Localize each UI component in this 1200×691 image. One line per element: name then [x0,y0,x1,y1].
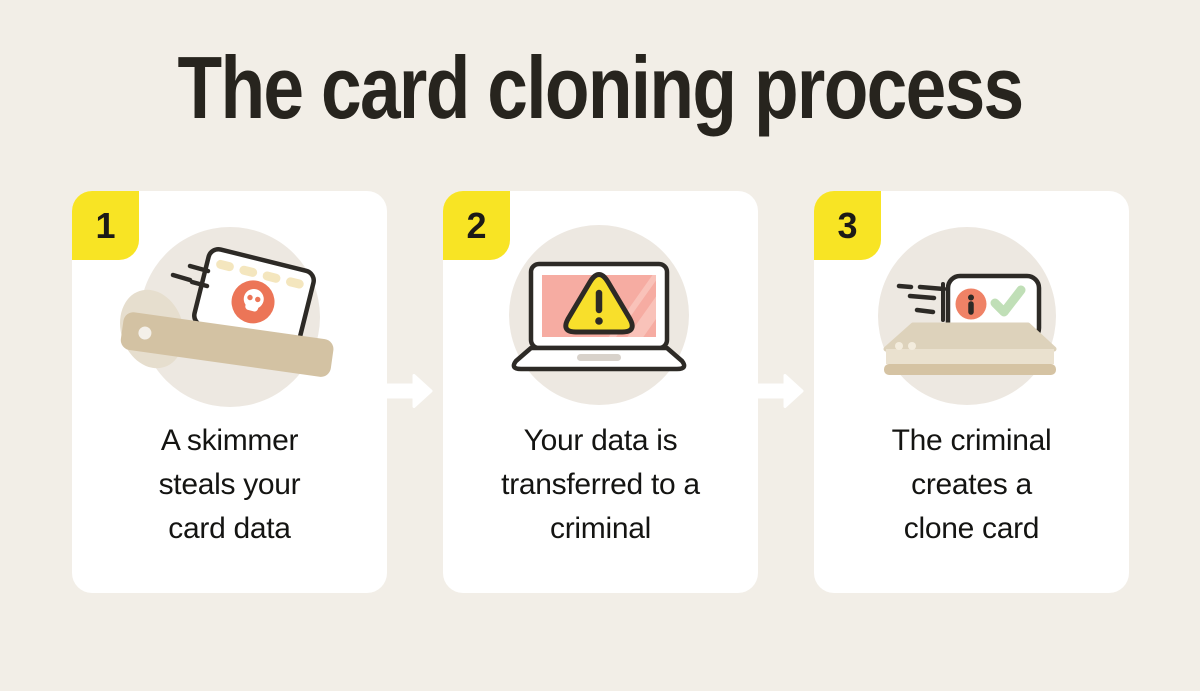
clone-card-printer-illustration-icon [878,227,1057,405]
right-arrow-icon [756,371,804,411]
caption-line: A skimmer [160,424,299,457]
caption-line: creates a [911,468,1032,501]
step-card-2: 2 Your data is transferred to a criminal [443,191,758,593]
motion-dashes-icon [896,283,947,315]
motion-dashes-icon [170,263,211,289]
caption-line: clone card [903,512,1040,545]
page-title: The card cloning process [177,38,1025,137]
step-number: 3 [837,204,858,246]
card-skimmer-skull-illustration-icon [120,227,334,407]
right-arrow-icon [385,371,433,411]
caption-line: Your data is [523,424,678,457]
step-card-3: 3 The criminal [814,191,1129,593]
skull-icon [243,288,264,312]
step-card-1: 1 [72,191,387,593]
step-number-badge: 3 [814,191,881,260]
laptop-warning-illustration-icon [509,225,689,405]
step-caption: Your data is transferred to a criminal [443,419,758,551]
step-number-badge: 2 [443,191,510,260]
step-caption: The criminal creates a clone card [814,419,1129,551]
check-icon [990,285,1026,317]
caption-line: transferred to a [501,468,700,501]
caption-line: The criminal [891,424,1052,457]
step-number: 2 [466,204,487,246]
step-number: 1 [95,204,116,246]
caption-line: criminal [550,512,651,545]
info-circle-icon [955,288,987,320]
caption-line: steals your [158,468,301,501]
step-number-badge: 1 [72,191,139,260]
step-caption: A skimmer steals your card data [72,419,387,551]
caption-line: card data [168,512,291,545]
warning-triangle-icon [563,272,635,335]
